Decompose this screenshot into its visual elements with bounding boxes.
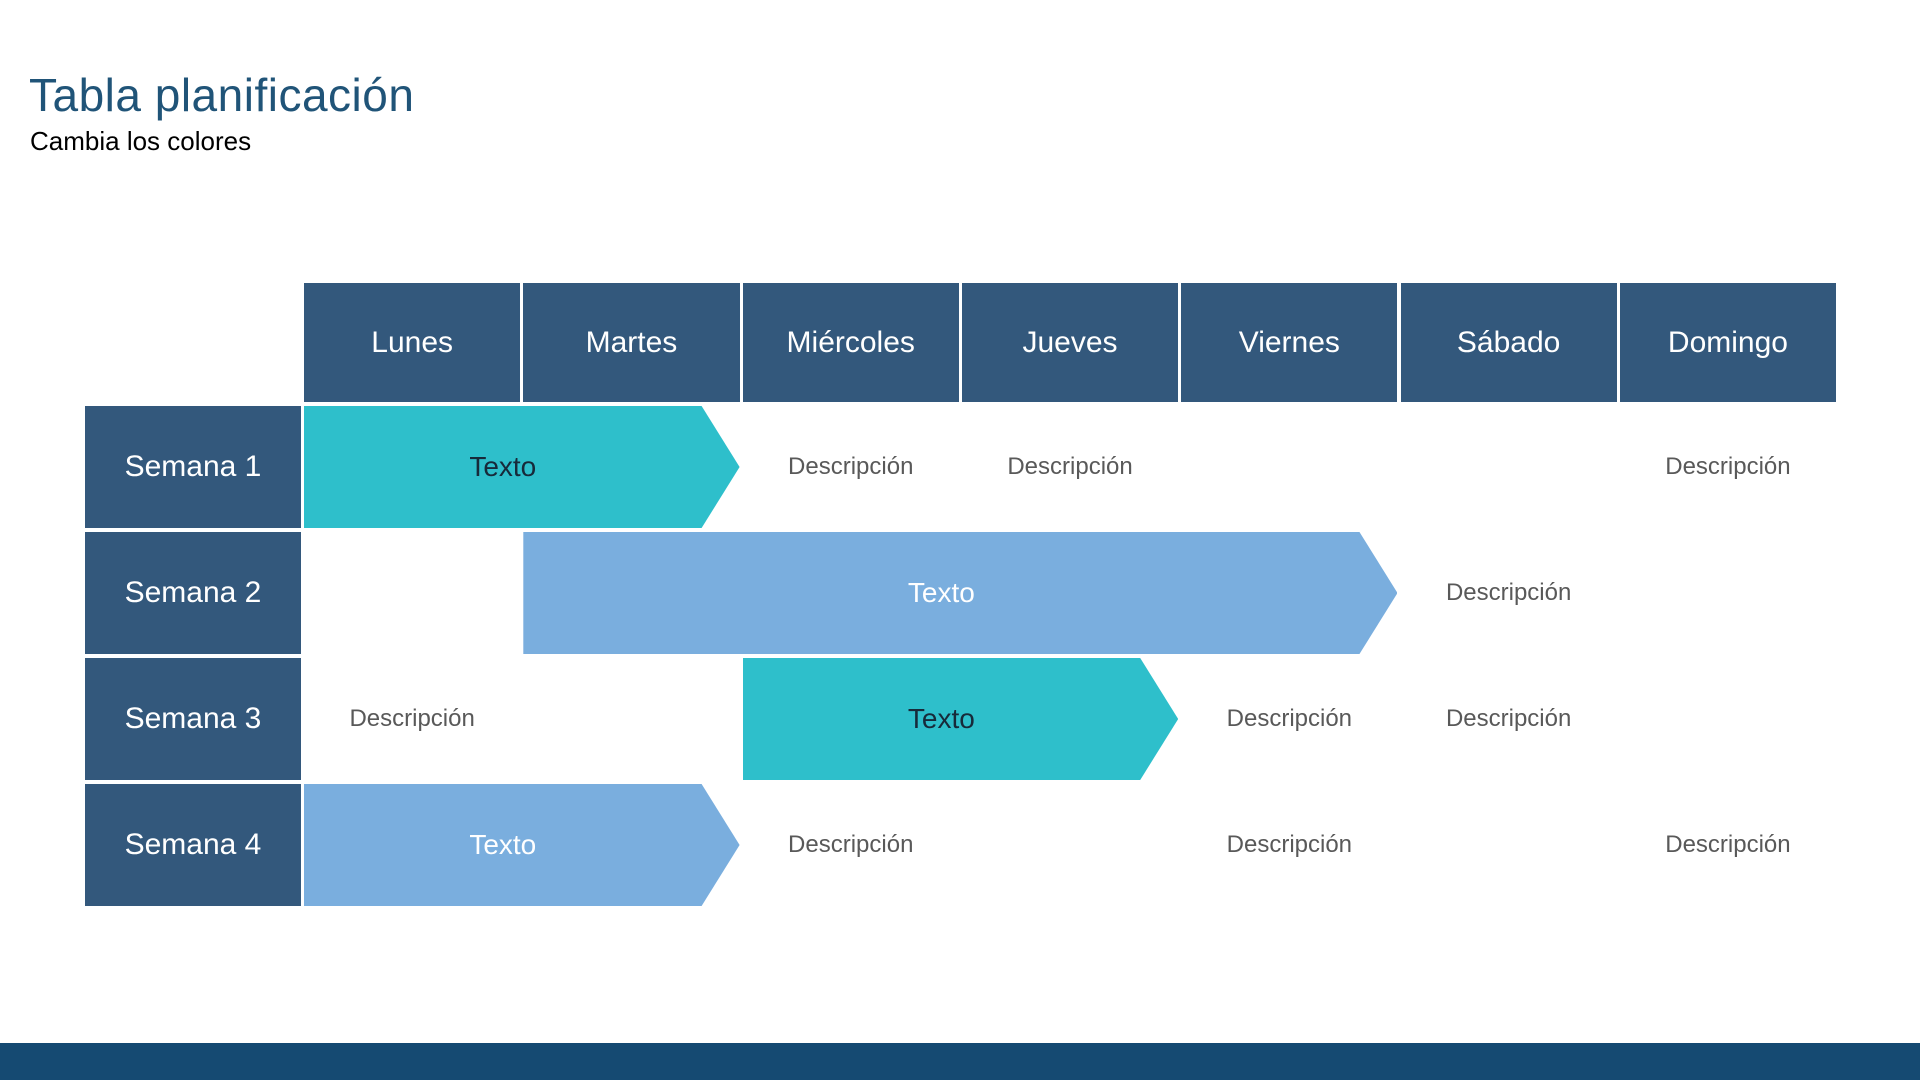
description-cell: Descripción — [349, 705, 475, 732]
gantt-bar: Texto — [304, 784, 740, 906]
day-header-cell: Domingo — [1619, 283, 1837, 402]
gantt-bar-label: Texto — [469, 451, 537, 482]
gantt-bar-label: Texto — [907, 577, 975, 608]
week-label-cell: Semana 4 — [85, 784, 301, 906]
gantt-bar: Texto — [523, 532, 1397, 654]
footer-bar — [0, 1043, 1920, 1080]
gantt-bar: Texto — [304, 406, 740, 528]
day-header-cell: Martes — [523, 283, 740, 402]
day-header-cell: Jueves — [961, 283, 1179, 402]
day-header-cell: Viernes — [1181, 283, 1398, 402]
slide-subtitle: Cambia los colores — [30, 126, 252, 156]
day-header-cell: Sábado — [1400, 283, 1617, 402]
day-header-cell: Miércoles — [742, 283, 959, 402]
description-cell: Descripción — [1226, 831, 1353, 858]
gantt-bar-label: Texto — [907, 703, 975, 734]
week-label-cell: Semana 3 — [85, 658, 301, 780]
description-cell: Descripción — [788, 831, 914, 858]
slide-title: Tabla planificación — [29, 69, 415, 121]
description-cell: Descripción — [1226, 705, 1353, 732]
description-cell: Descripción — [788, 453, 914, 480]
day-header-cell: Lunes — [304, 283, 521, 402]
description-cell: Descripción — [1665, 831, 1791, 858]
week-label-cell: Semana 2 — [85, 532, 301, 654]
description-cell: Descripción — [1007, 453, 1133, 480]
description-cell: Descripción — [1445, 705, 1572, 732]
description-cell: Descripción — [1445, 579, 1572, 606]
week-label-cell: Semana 1 — [85, 406, 301, 528]
description-cell: Descripción — [1665, 453, 1791, 480]
gantt-bar-label: Texto — [469, 829, 537, 860]
gantt-bar: Texto — [743, 658, 1179, 780]
